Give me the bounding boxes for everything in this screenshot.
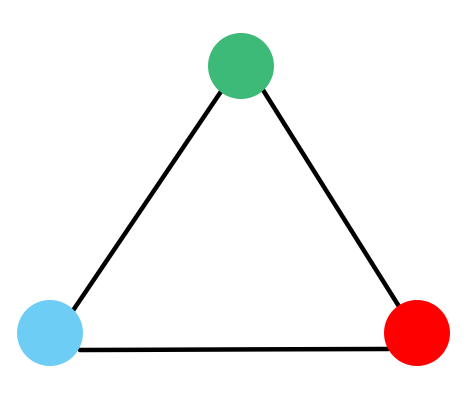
edge-top-to-bottom-right bbox=[260, 87, 403, 311]
node-top bbox=[208, 33, 274, 99]
node-bottom-right bbox=[384, 300, 450, 366]
nodes bbox=[17, 33, 450, 366]
edges bbox=[69, 87, 403, 353]
edge-top-to-bottom-left bbox=[69, 87, 225, 315]
node-bottom-left bbox=[17, 300, 83, 366]
edge-bottom-left-to-bottom-right bbox=[77, 346, 391, 353]
